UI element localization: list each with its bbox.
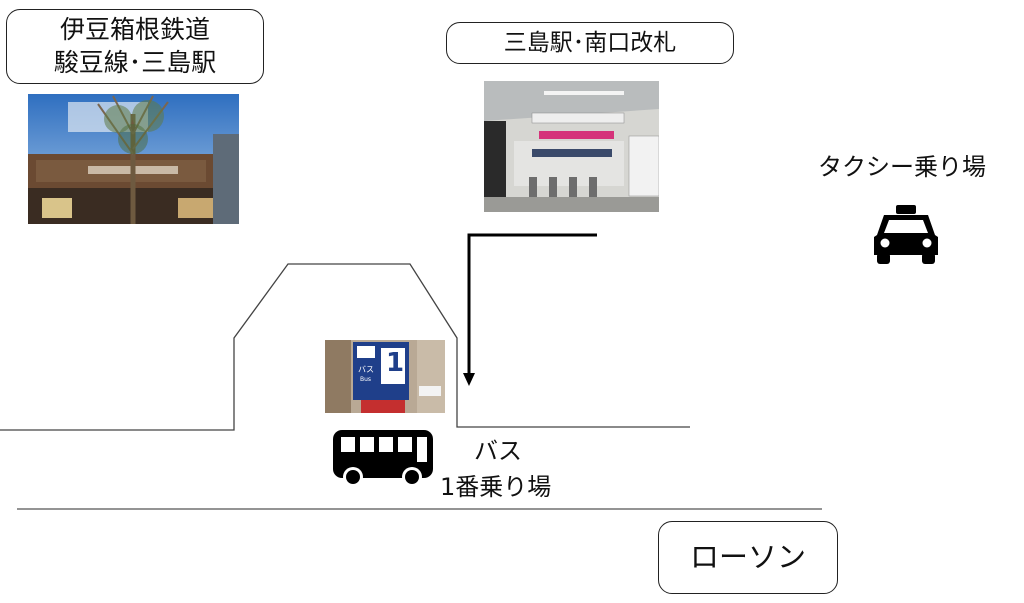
bus-stop-label-line2: 1番乗り場 [440, 473, 552, 501]
bus-sign-sub: Bus [360, 376, 372, 383]
bus-stop-label-line1: バス [474, 437, 522, 465]
bus-sign-text: バス [358, 365, 374, 374]
taxi-icon [872, 205, 940, 269]
walking-route-arrow [467, 233, 597, 376]
bus-sign-number: 1 [386, 348, 405, 378]
bus-stop-label: バス 1番乗り場 [440, 433, 551, 505]
taxi-stand-label: タクシー乗り場 [818, 153, 986, 181]
izu-station-label: 伊豆箱根鉄道 駿豆線･三島駅 [6, 9, 264, 84]
mishima-south-gate-label: 三島駅･南口改札 [446, 22, 734, 64]
izu-station-label-line2: 駿豆線･三島駅 [53, 48, 217, 77]
station-building-outline [0, 263, 690, 431]
mishima-gate-photo [484, 81, 659, 212]
bus-stop-photo: バス Bus 1 [325, 340, 445, 413]
izu-station-photo [28, 94, 239, 224]
bus-icon [333, 430, 433, 492]
lawson-label: ローソン [658, 521, 838, 594]
izu-station-label-line1: 伊豆箱根鉄道 [59, 15, 210, 44]
arrow-head-icon [463, 373, 475, 386]
